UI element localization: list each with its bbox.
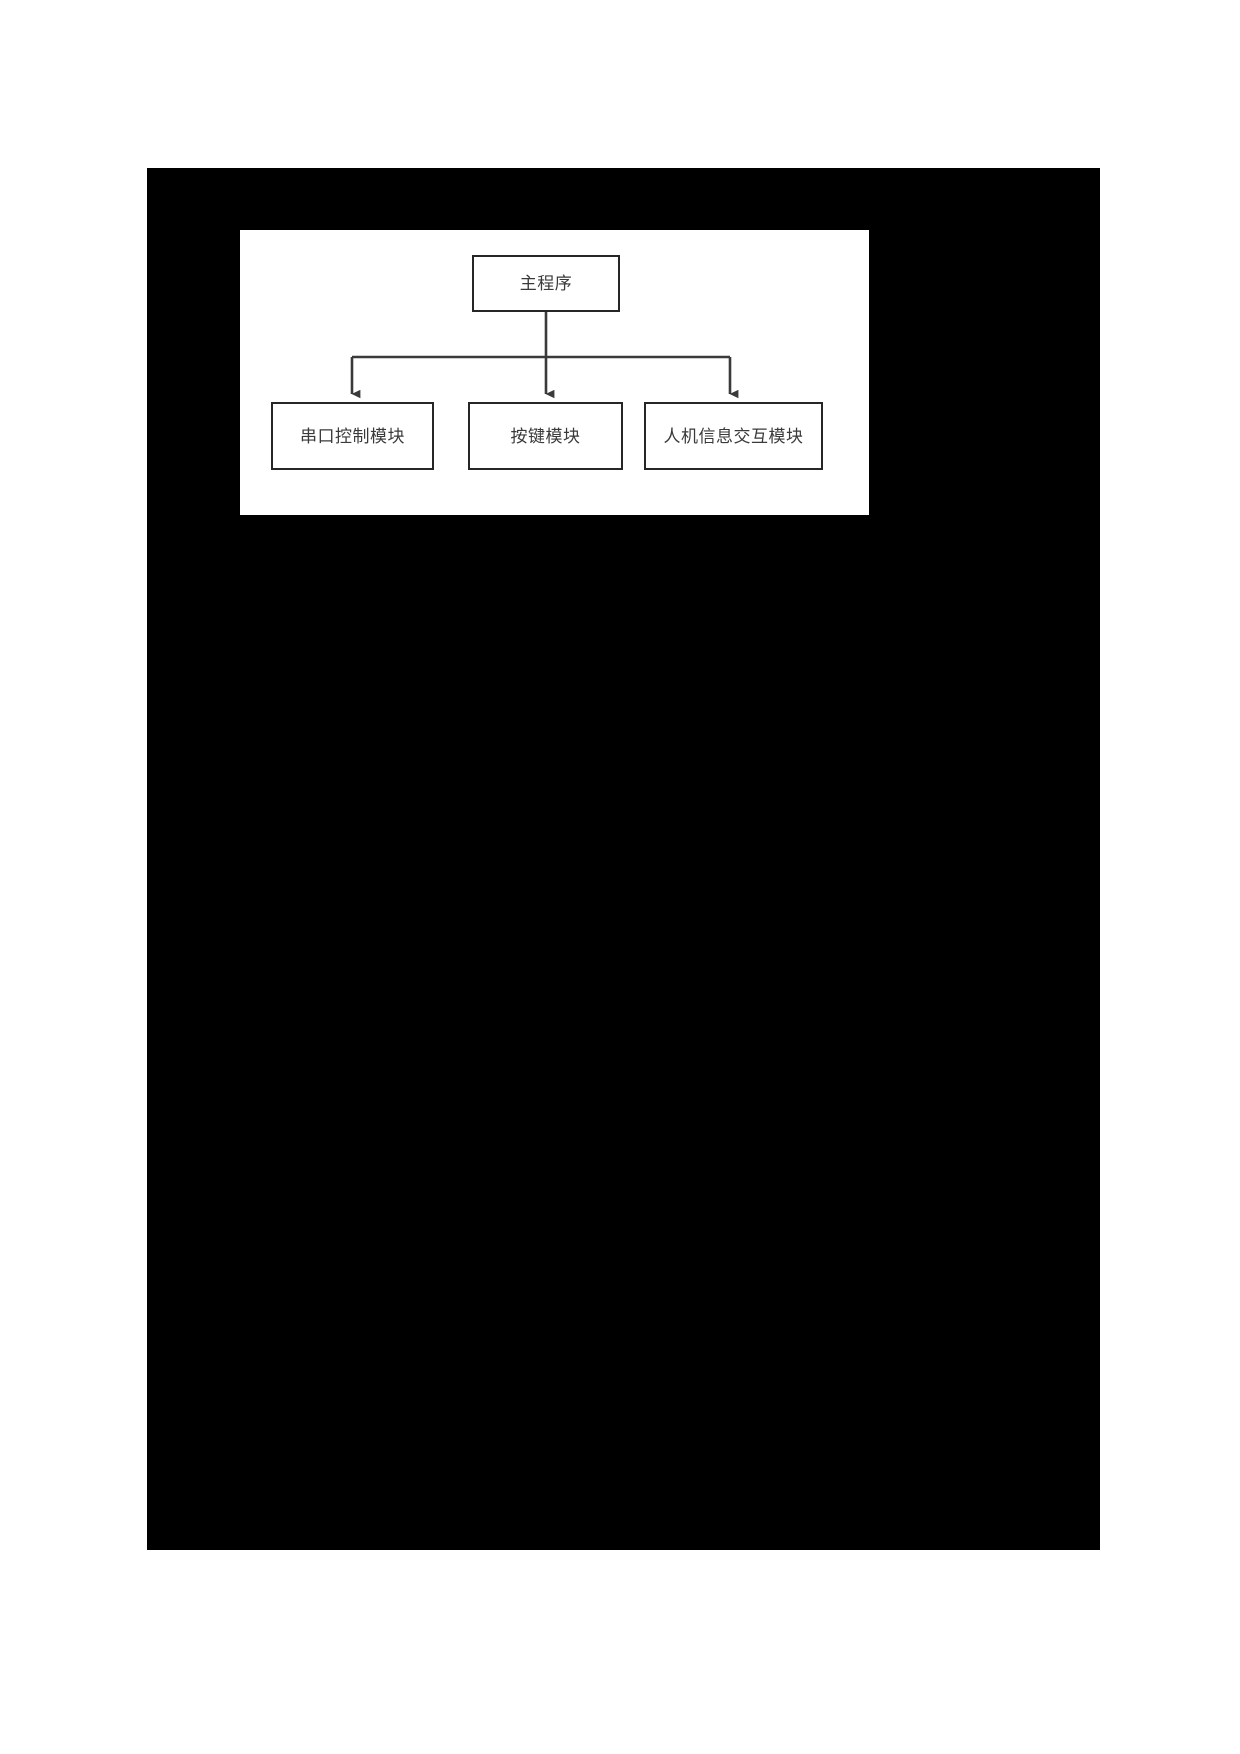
- node-hmi-module[interactable]: 人机信息交互模块: [644, 402, 823, 470]
- node-serial-control-module-label: 串口控制模块: [300, 426, 405, 446]
- connector-lines: [350, 312, 739, 399]
- diagram-panel: 主程序 串口控制模块 按键模块 人机信息交互模块: [240, 230, 869, 515]
- node-serial-control-module[interactable]: 串口控制模块: [271, 402, 434, 470]
- node-hmi-module-label: 人机信息交互模块: [663, 426, 804, 446]
- node-main-program-label: 主程序: [519, 274, 573, 293]
- node-key-module[interactable]: 按键模块: [468, 402, 623, 470]
- node-key-module-label: 按键模块: [510, 426, 581, 446]
- node-main-program[interactable]: 主程序: [472, 255, 620, 312]
